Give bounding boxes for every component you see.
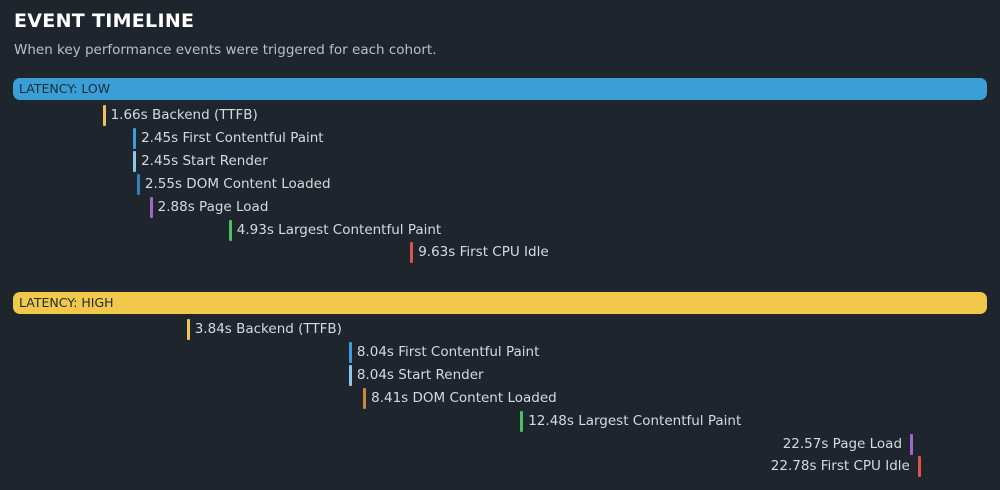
event-marker xyxy=(149,196,153,218)
event-marker xyxy=(909,433,913,455)
event-marker xyxy=(410,242,414,264)
event-label: 22.78s First CPU Idle xyxy=(770,458,910,475)
event-marker xyxy=(363,387,367,409)
event-label: 2.45s Start Render xyxy=(141,152,268,169)
event-marker xyxy=(133,127,137,149)
event-marker xyxy=(186,319,190,340)
event-label: 2.55s DOM Content Loaded xyxy=(144,175,331,192)
event-label: 2.88s Page Load xyxy=(157,198,269,215)
event-marker xyxy=(102,105,106,126)
event-marker xyxy=(348,341,352,363)
cohort-bar: LATENCY: LOW xyxy=(13,78,987,100)
event-label: 9.63s First CPU Idle xyxy=(418,244,549,261)
event-label: 8.04s Start Render xyxy=(356,366,484,383)
event-label: 8.04s First Contentful Paint xyxy=(356,343,540,360)
cohort-bar: LATENCY: HIGH xyxy=(13,292,987,314)
event-label: 3.84s Backend (TTFB) xyxy=(194,321,342,337)
event-marker xyxy=(133,150,137,172)
event-marker xyxy=(520,410,524,432)
event-label: 12.48s Largest Contentful Paint xyxy=(528,412,742,429)
event-marker xyxy=(136,173,140,195)
event-marker xyxy=(348,364,352,386)
chart-title: EVENT TIMELINE xyxy=(14,10,195,32)
event-label: 22.57s Page Load xyxy=(782,435,903,452)
event-label: 8.41s DOM Content Loaded xyxy=(371,389,557,406)
event-label: 2.45s First Contentful Paint xyxy=(141,129,324,146)
event-label: 1.66s Backend (TTFB) xyxy=(110,107,258,123)
event-label: 4.93s Largest Contentful Paint xyxy=(236,221,442,238)
event-marker xyxy=(917,456,921,478)
chart-subtitle: When key performance events were trigger… xyxy=(14,42,437,58)
event-marker xyxy=(228,219,232,241)
